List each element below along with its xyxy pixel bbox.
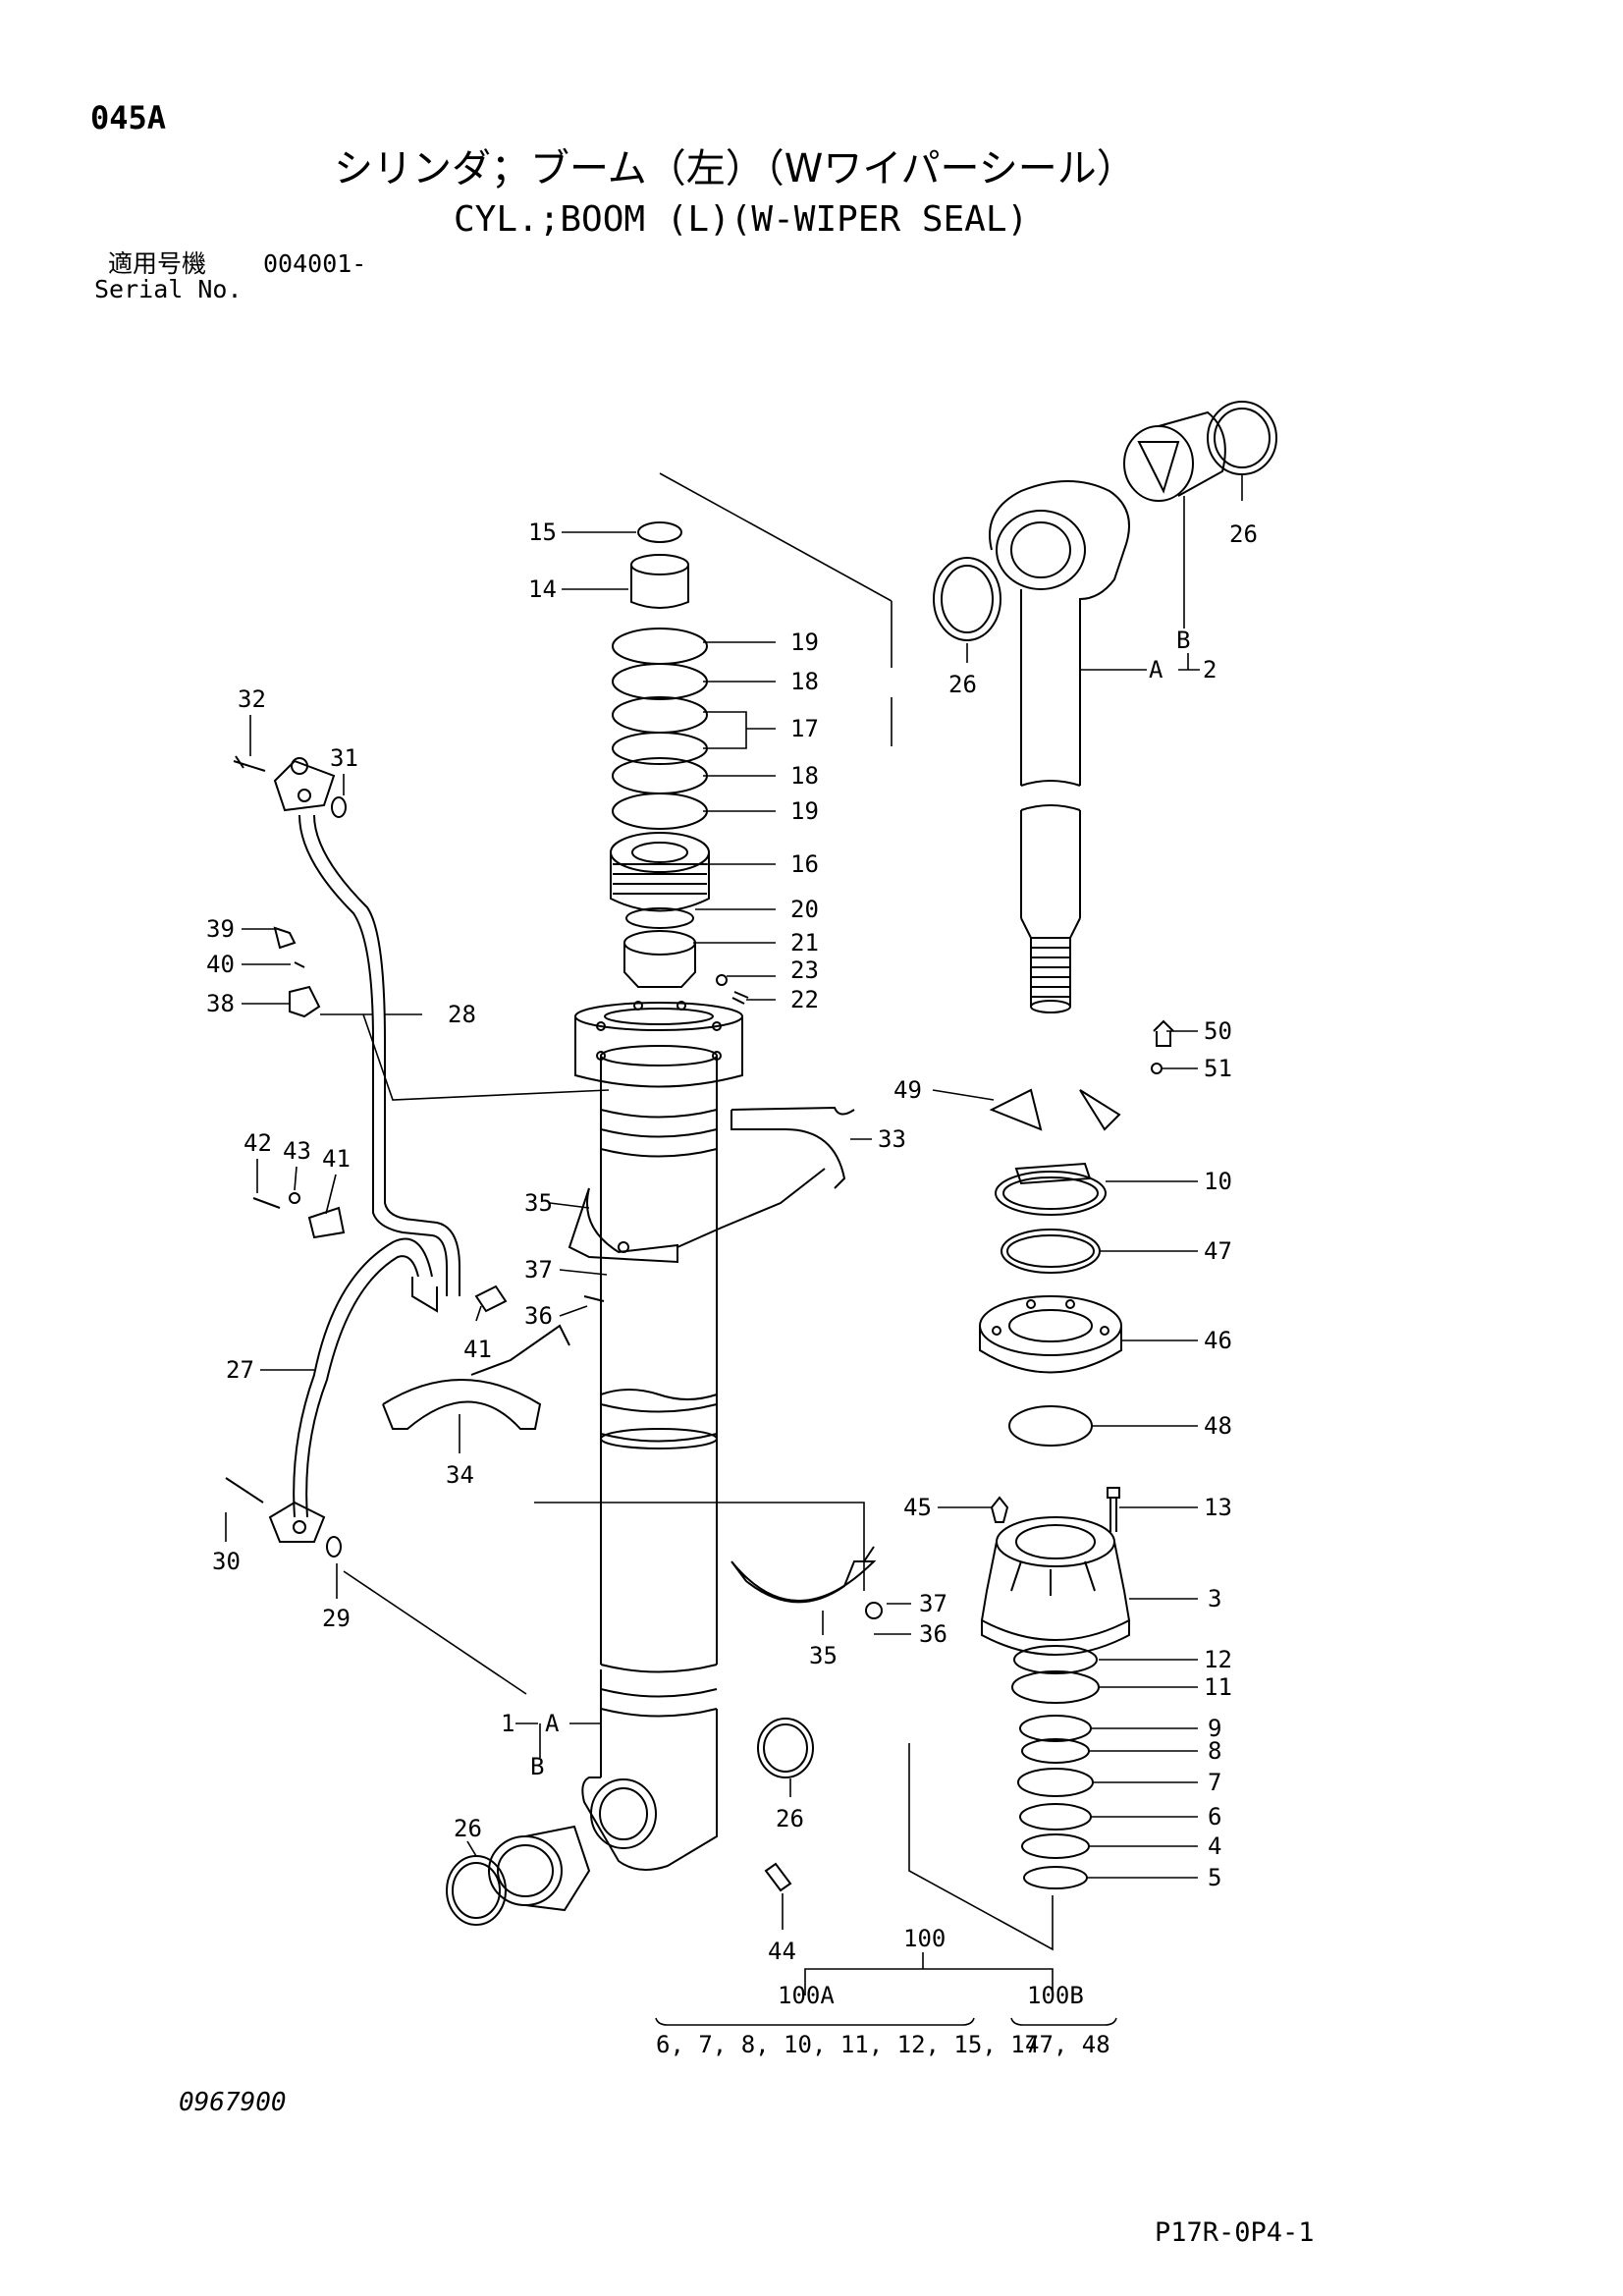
kit-100A: 100A bbox=[778, 1982, 835, 2009]
small-parts-left bbox=[252, 926, 508, 1313]
callout-16: 16 bbox=[790, 850, 819, 878]
callout-47: 47 bbox=[1204, 1237, 1232, 1265]
rod-bushing bbox=[933, 401, 1277, 641]
callout-28: 28 bbox=[448, 1001, 476, 1028]
callout-5: 5 bbox=[1208, 1864, 1221, 1891]
callout-21: 21 bbox=[790, 929, 819, 957]
kit-100B: 100B bbox=[1027, 1982, 1084, 2009]
callout-38: 38 bbox=[206, 990, 235, 1017]
callout-35: 35 bbox=[524, 1189, 553, 1217]
callout-51: 51 bbox=[1204, 1055, 1232, 1082]
callout-7: 7 bbox=[1208, 1769, 1221, 1796]
callout-31: 31 bbox=[330, 744, 358, 772]
callout-36-lower: 36 bbox=[919, 1620, 947, 1648]
callout-1-B: B bbox=[530, 1753, 544, 1780]
serial-label-en: Serial No. bbox=[94, 275, 243, 303]
callout-40: 40 bbox=[206, 951, 235, 978]
callout-33: 33 bbox=[878, 1125, 906, 1153]
pipe-flange-top bbox=[233, 755, 347, 818]
page-title-en: CYL.;BOOM (L)(W-WIPER SEAL) bbox=[454, 199, 1029, 240]
callout-19: 19 bbox=[790, 629, 819, 656]
callout-26-right: 26 bbox=[1229, 520, 1258, 548]
callout-14: 14 bbox=[528, 575, 557, 603]
callout-27: 27 bbox=[226, 1356, 254, 1384]
page-title-jp: シリンダ；ブーム（左）（Wワイパーシール） bbox=[334, 146, 1136, 191]
callout-37: 37 bbox=[524, 1256, 553, 1284]
callout-22: 22 bbox=[790, 986, 819, 1013]
callout-44: 44 bbox=[768, 1938, 796, 1965]
callout-35-lower: 35 bbox=[809, 1642, 838, 1669]
callout-11: 11 bbox=[1204, 1673, 1232, 1701]
kit-100: 100 bbox=[903, 1925, 946, 1952]
callout-10: 10 bbox=[1204, 1168, 1232, 1195]
callout-50: 50 bbox=[1204, 1017, 1232, 1045]
callout-49: 49 bbox=[893, 1076, 922, 1104]
callout-41: 41 bbox=[322, 1145, 351, 1173]
callout-15: 15 bbox=[528, 519, 557, 546]
kit-100A-items: 6, 7, 8, 10, 11, 12, 15, 17 bbox=[656, 2031, 1039, 2058]
cylinder-tube bbox=[581, 1045, 718, 1871]
callout-20: 20 bbox=[790, 896, 819, 923]
callout-labels: 15 14 19 18 17 18 19 16 20 21 23 22 28 3… bbox=[206, 519, 1258, 2058]
callout-34: 34 bbox=[446, 1461, 474, 1489]
serial-label-jp: 適用号機 bbox=[108, 249, 207, 278]
callout-1-A: A bbox=[545, 1710, 560, 1737]
callout-2: 2 bbox=[1203, 656, 1217, 683]
wear-rings bbox=[1011, 1645, 1100, 1889]
piston-rod bbox=[989, 480, 1130, 1013]
callout-17: 17 bbox=[790, 715, 819, 742]
callout-4: 4 bbox=[1208, 1832, 1221, 1860]
callout-26-left: 26 bbox=[454, 1815, 482, 1842]
callout-41-lower: 41 bbox=[463, 1336, 492, 1363]
callout-30: 30 bbox=[212, 1548, 241, 1575]
callout-37-lower: 37 bbox=[919, 1590, 947, 1617]
callout-26-rod: 26 bbox=[948, 671, 977, 698]
callout-36: 36 bbox=[524, 1302, 553, 1330]
callout-3: 3 bbox=[1208, 1585, 1221, 1613]
callout-43: 43 bbox=[283, 1137, 311, 1165]
callout-9: 9 bbox=[1208, 1715, 1221, 1742]
kit-100B-items: 47, 48 bbox=[1025, 2031, 1110, 2058]
callout-18: 18 bbox=[790, 668, 819, 695]
callout-13: 13 bbox=[1204, 1494, 1232, 1521]
callout-29: 29 bbox=[322, 1605, 351, 1632]
callout-23: 23 bbox=[790, 957, 819, 984]
cylinder-head bbox=[574, 1001, 743, 1400]
callout-2-B: B bbox=[1176, 627, 1190, 654]
pipe-clamps bbox=[382, 1106, 883, 1619]
callout-19-lower: 19 bbox=[790, 797, 819, 825]
callout-6: 6 bbox=[1208, 1803, 1221, 1831]
page-reference: P17R-0P4-1 bbox=[1155, 2217, 1315, 2248]
callout-32: 32 bbox=[238, 685, 266, 713]
callout-2-A: A bbox=[1149, 656, 1163, 683]
leader-lines bbox=[225, 475, 1243, 2026]
callout-45: 45 bbox=[903, 1494, 932, 1521]
piston-stack bbox=[979, 1019, 1174, 1447]
callout-46: 46 bbox=[1204, 1327, 1232, 1354]
hydraulic-pipes bbox=[293, 814, 460, 1518]
serial-value: 004001- bbox=[263, 249, 367, 278]
callout-42: 42 bbox=[243, 1129, 272, 1157]
drawing-number: 0967900 bbox=[179, 2088, 287, 2117]
callout-48: 48 bbox=[1204, 1412, 1232, 1440]
callout-1: 1 bbox=[501, 1710, 514, 1737]
pipe-flange-bottom bbox=[225, 1477, 342, 1558]
callout-39: 39 bbox=[206, 915, 235, 943]
bushing-left bbox=[446, 1718, 814, 1926]
callout-8: 8 bbox=[1208, 1737, 1221, 1765]
piston-nut bbox=[980, 1487, 1131, 1656]
callout-12: 12 bbox=[1204, 1646, 1232, 1673]
callout-26-mid: 26 bbox=[776, 1805, 804, 1832]
page-code: 045A bbox=[90, 99, 167, 137]
callout-18-lower: 18 bbox=[790, 762, 819, 790]
seal-stack-top bbox=[610, 521, 749, 1005]
